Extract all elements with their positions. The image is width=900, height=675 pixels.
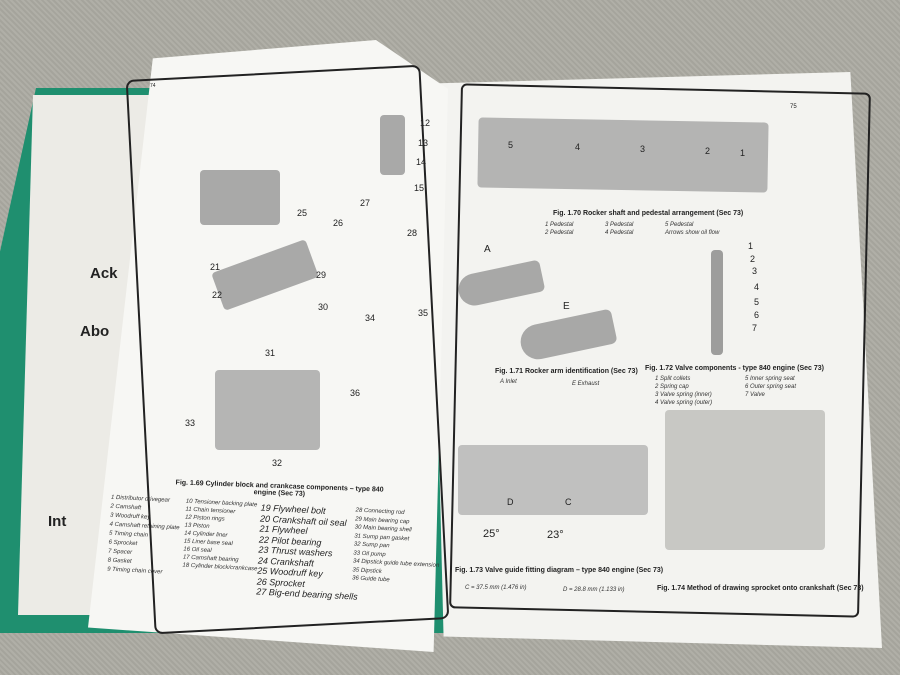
legend-item: 28 Connecting rod	[355, 507, 405, 517]
heading-fragment: Int	[48, 513, 67, 530]
callout: 28	[407, 228, 418, 238]
callout: 3	[640, 144, 646, 154]
callout: 22	[212, 290, 223, 300]
label: A	[484, 244, 491, 255]
legend-item: 29 Main bearing cap	[355, 516, 410, 525]
valve-stack	[711, 250, 723, 355]
callout: 2	[750, 254, 756, 264]
callout: 4	[754, 282, 760, 292]
fig-1-72-legend: 1 Split collets 2 Spring cap 3 Valve spr…	[655, 376, 825, 408]
heading-fragment: Abo	[80, 323, 110, 340]
callout: 33	[185, 418, 196, 428]
fig-1-72-caption: Fig. 1.72 Valve components - type 840 en…	[645, 365, 824, 372]
legend-item: 7 Spacer	[107, 548, 133, 556]
callout: 35	[418, 308, 429, 318]
callout: 5	[754, 297, 760, 307]
legend-item: 5 Pedestal	[665, 222, 694, 228]
legend-item: 4 Camshaft retaining plate	[109, 521, 180, 532]
callout: 27	[360, 198, 371, 208]
page-number: 74	[150, 83, 156, 89]
callout: 36	[350, 388, 361, 398]
sprocket-puller-diagram	[665, 410, 825, 550]
legend-item: 13 Piston	[184, 522, 210, 530]
legend-item: A Inlet	[500, 379, 517, 385]
legend-item: 2 Camshaft	[110, 503, 142, 512]
label: 23°	[547, 529, 564, 541]
legend-item: 33 Oil pump	[353, 549, 386, 558]
valve-guide-diagram	[458, 445, 648, 515]
page-number: 75	[790, 104, 797, 110]
legend-item: 30 Main bearing shell	[354, 524, 412, 534]
legend-item: 11 Chain tensioner	[185, 506, 236, 516]
callout: 34	[365, 313, 376, 323]
fig-1-74-caption: Fig. 1.74 Method of drawing sprocket ont…	[657, 585, 864, 592]
callout: 6	[754, 310, 760, 320]
fig-1-71-caption: Fig. 1.71 Rocker arm identification (Sec…	[495, 368, 638, 375]
callout: 21	[210, 262, 221, 272]
callout: 26	[333, 218, 344, 228]
legend-item: 31 Sump pan gasket	[354, 532, 410, 542]
legend-item: 7 Valve	[745, 392, 765, 398]
legend-item: 27 Big-end bearing shells	[255, 586, 358, 602]
legend-item: 1 Pedestal	[545, 222, 574, 228]
legend-item: 18 Cylinder block/crankcase	[182, 562, 258, 573]
label: 25°	[483, 528, 500, 540]
callout: 4	[575, 142, 581, 152]
label: D	[507, 497, 514, 507]
legend-item: 14 Cylinder liner	[184, 530, 228, 539]
legend-item: 8 Gasket	[107, 557, 132, 565]
legend-item: 36 Guide tube	[351, 575, 390, 584]
callout: 25	[297, 208, 308, 218]
callout: 3	[752, 266, 758, 276]
legend-item: 1 Split collets	[655, 376, 691, 382]
callout: 5	[508, 140, 514, 150]
legend-item: 6 Outer spring seat	[745, 384, 797, 390]
legend-item: 9 Timing chain cover	[107, 566, 163, 576]
label: C	[565, 497, 572, 507]
callout: 7	[752, 323, 758, 333]
legend-item: 3 Pedestal	[605, 222, 634, 228]
fig-1-70-legend: 1 Pedestal 2 Pedestal 3 Pedestal 4 Pedes…	[545, 222, 755, 238]
callout: 2	[705, 146, 711, 156]
legend-item: 16 Oil seal	[183, 546, 212, 555]
callout: 14	[416, 157, 427, 167]
legend-item: 4 Valve spring (outer)	[655, 400, 713, 406]
callout: 13	[418, 138, 429, 148]
legend-item: 4 Pedestal	[605, 230, 634, 236]
legend-item: 2 Pedestal	[545, 230, 574, 236]
piston-drawing	[380, 115, 405, 175]
cylinder-block-drawing	[200, 170, 280, 225]
legend-item: 2 Spring cap	[655, 384, 689, 390]
callout: 29	[316, 270, 327, 280]
dimension: D = 28.8 mm (1.133 in)	[563, 587, 625, 593]
dimension: C = 37.5 mm (1.476 in)	[465, 585, 527, 591]
sump-pan-drawing	[215, 370, 320, 450]
label: E	[563, 301, 570, 312]
fig-1-70-caption: Fig. 1.70 Rocker shaft and pedestal arra…	[553, 210, 744, 217]
legend-item: Arrows show oil flow	[665, 230, 720, 236]
legend-item: 35 Dipstick	[352, 566, 382, 575]
callout: 1	[740, 148, 746, 158]
rocker-shaft-diagram	[477, 117, 769, 193]
callout: 30	[318, 302, 329, 312]
legend-item: 12 Piston rings	[184, 514, 225, 523]
legend-item: 6 Sprocket	[108, 539, 138, 548]
legend-item: 5 Timing chain	[108, 530, 149, 539]
legend-item: 3 Valve spring (inner)	[655, 392, 712, 398]
callout: 15	[414, 183, 425, 193]
callout: 32	[272, 458, 283, 468]
legend-item: 5 Inner spring seat	[745, 376, 795, 382]
legend-item: E Exhaust	[572, 381, 600, 387]
heading-fragment: Ack	[90, 265, 118, 282]
callout: 12	[420, 118, 431, 128]
legend-item: 32 Sump pan	[353, 541, 390, 550]
callout: 1	[748, 241, 754, 251]
legend-item: 3 Woodruff key	[109, 512, 151, 521]
legend-item: 15 Liner base seal	[183, 538, 233, 548]
fig-1-73-caption: Fig. 1.73 Valve guide fitting diagram – …	[455, 567, 664, 574]
callout: 31	[265, 348, 276, 358]
